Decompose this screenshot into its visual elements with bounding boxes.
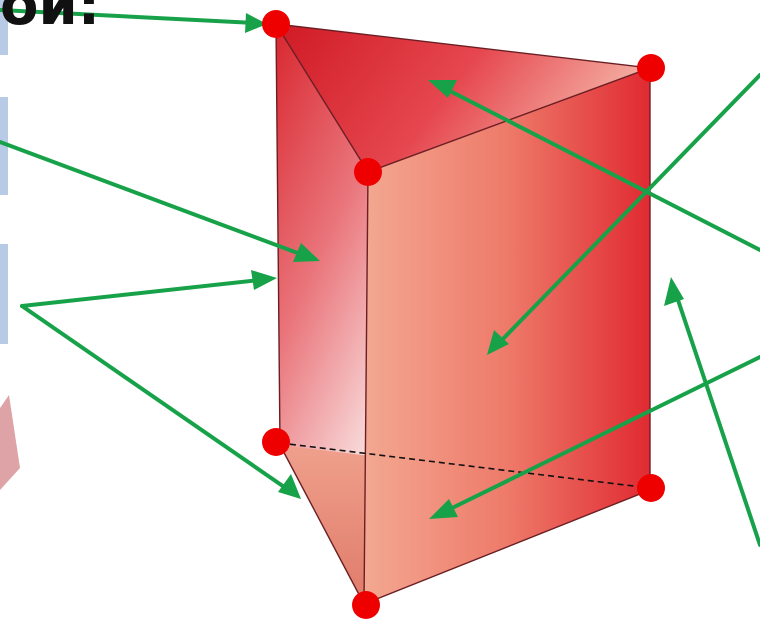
vertex-dot-icon [262,10,290,38]
arrowhead-icon [245,13,267,33]
arrowhead-icon [251,270,277,290]
side-bar-1 [0,0,8,55]
arrow-to-bottom-edge [20,304,292,493]
arrow-to-left-edge [20,278,262,308]
pink-shape [0,395,20,490]
vertex-dot-icon [262,428,290,456]
arrowheads [245,13,684,519]
vertex-dot-icon [354,158,382,186]
arrowhead-icon [664,277,684,306]
arrow-to-bottom-base [446,355,760,512]
arrow-to-left-face [0,140,305,257]
arrowhead-icon [278,474,301,499]
vertex-dot-icon [637,54,665,82]
arrow-to-right-edge [674,292,760,547]
hidden-edge-dashed [279,442,651,489]
arrowhead-icon [428,80,457,98]
arrow-to-front-face [498,73,760,344]
arrowhead-icon [293,243,320,262]
side-bar-2 [0,97,8,195]
arrow-to-top-face [446,88,760,252]
arrowhead-icon [487,330,509,355]
arrowhead-icon [429,499,458,519]
vertex-dot-icon [352,591,380,619]
vertices [262,10,665,619]
vertex-dot-icon [637,474,665,502]
side-bar-3 [0,244,8,344]
heading-fragment: ой: [0,0,101,38]
prism-edges [275,23,651,605]
pointer-arrows [0,8,760,547]
arrow-to-top-vertex [0,8,258,25]
